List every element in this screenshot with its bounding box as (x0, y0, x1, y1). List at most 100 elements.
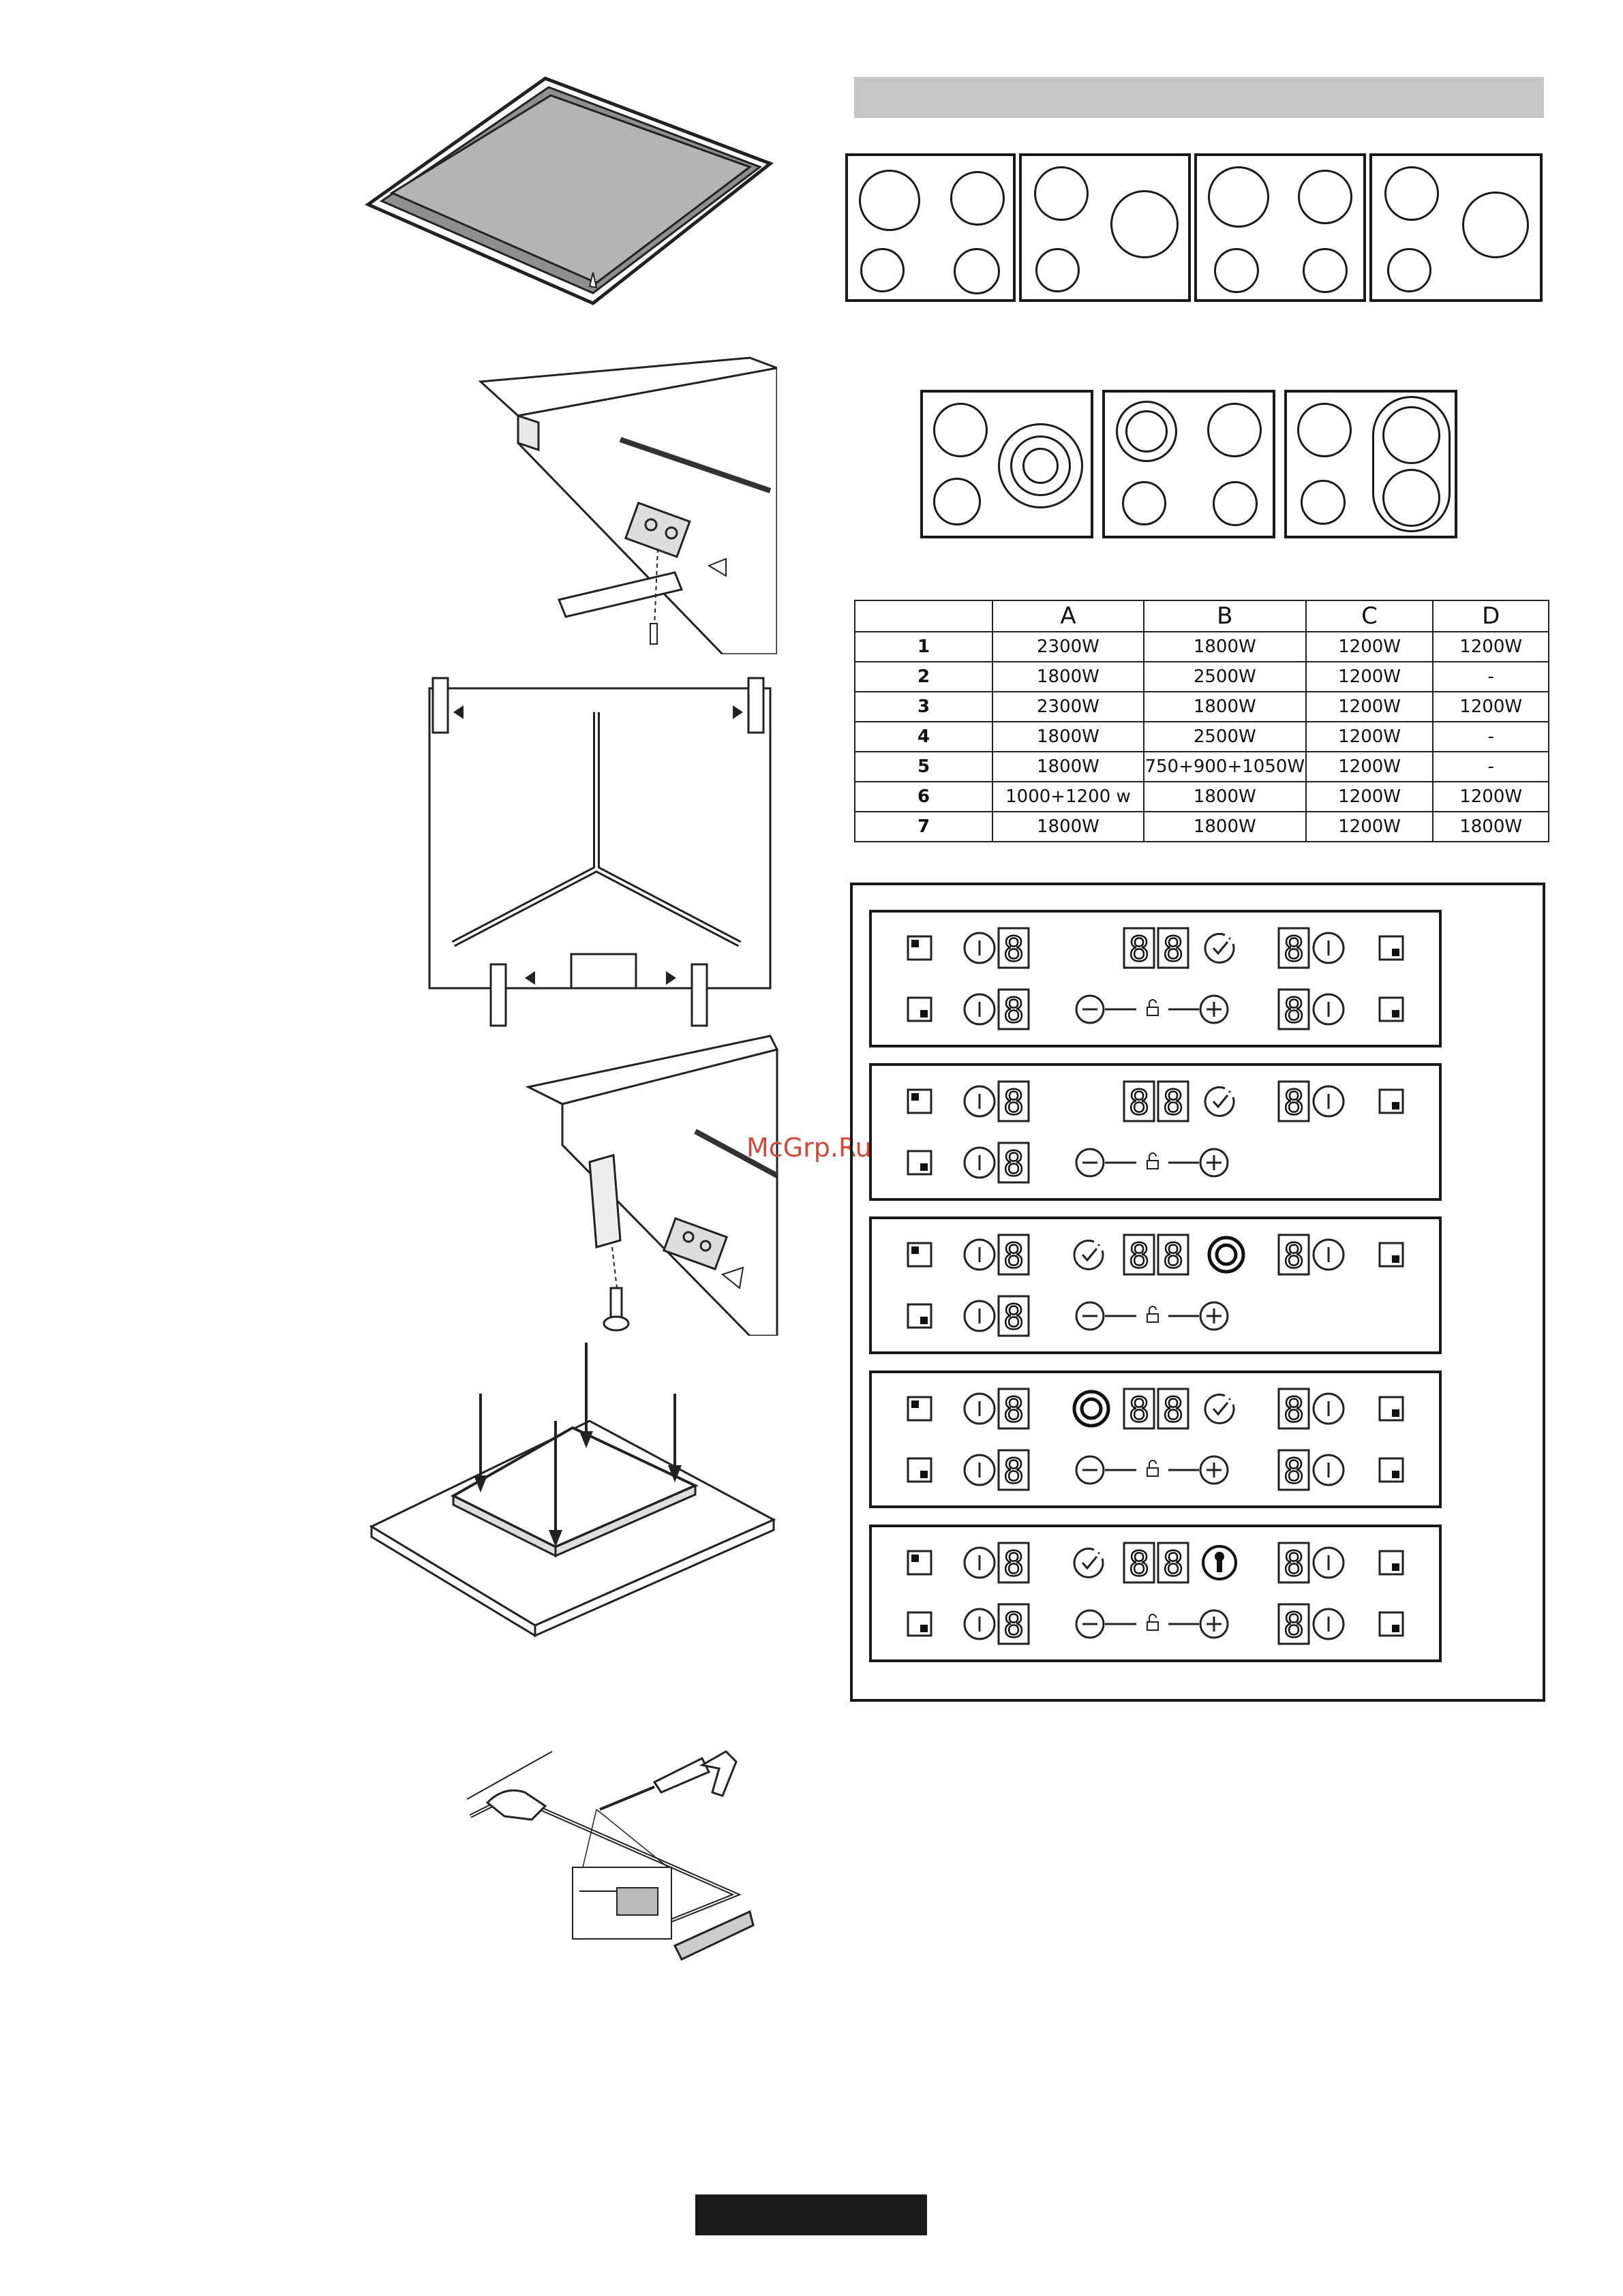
power-cell: 1200W (1433, 692, 1549, 722)
zone-selector-icon[interactable] (908, 998, 931, 1021)
power-icon[interactable] (965, 1394, 995, 1424)
booster-icon[interactable] (1209, 1238, 1243, 1272)
timer-icon[interactable] (1205, 934, 1234, 962)
plus-icon[interactable] (1200, 996, 1228, 1023)
table-row: 51800W750+900+1050W1200W- (855, 752, 1549, 782)
power-icon[interactable] (1314, 1548, 1344, 1578)
digit-text: 8 (1003, 991, 1024, 1030)
lock-icon[interactable] (1147, 1153, 1158, 1169)
digit-text: 8 (1284, 1083, 1304, 1122)
cooking-zone-icon (950, 171, 1005, 226)
cooking-zone-icon (1035, 248, 1080, 292)
power-icon[interactable] (1314, 1394, 1344, 1424)
row-label-cell: 7 (855, 812, 992, 842)
minus-icon[interactable] (1076, 996, 1104, 1023)
plus-icon[interactable] (1200, 1610, 1228, 1638)
cooking-zone-icon (1034, 166, 1089, 221)
power-cell: 1200W (1433, 782, 1549, 812)
zone-selector-icon[interactable] (1380, 1243, 1403, 1266)
digit-display: 8 (1124, 928, 1154, 969)
lock-icon[interactable] (1147, 1460, 1158, 1476)
table-row: 61000+1200 w1800W1200W1200W (855, 782, 1549, 812)
minus-icon[interactable] (1076, 1456, 1104, 1484)
zone-selector-icon[interactable] (908, 1243, 931, 1266)
cooking-zone-icon (860, 248, 905, 292)
control-panel-timer-booster-single-row: 88888 (869, 1216, 1442, 1354)
cooking-zone-icon (933, 478, 981, 525)
zone-selector-icon[interactable] (908, 1612, 931, 1636)
hob-insertion-illustration (368, 1339, 777, 1639)
cooking-zone-icon (1208, 166, 1269, 228)
digit-text: 8 (1003, 1298, 1024, 1337)
plus-icon[interactable] (1200, 1302, 1228, 1330)
power-icon[interactable] (965, 1086, 995, 1116)
zone-selector-icon[interactable] (1380, 1612, 1403, 1636)
zone-layout-6 (1102, 390, 1275, 538)
zone-selector-icon[interactable] (1380, 936, 1403, 960)
power-icon[interactable] (1314, 994, 1344, 1024)
digit-text: 8 (1163, 1390, 1183, 1430)
zone-selector-icon[interactable] (908, 1090, 931, 1113)
zone-selector-icon[interactable] (908, 1397, 931, 1420)
zone-selector-icon[interactable] (908, 1458, 931, 1482)
timer-icon[interactable] (1205, 1087, 1234, 1116)
power-slider[interactable] (1076, 996, 1228, 1023)
power-icon[interactable] (1314, 1455, 1344, 1485)
table-row: 12300W1800W1200W1200W (855, 632, 1549, 662)
timer-icon[interactable] (1074, 1548, 1103, 1577)
row-label-cell: 4 (855, 722, 992, 752)
power-cell: 1800W (1433, 812, 1549, 842)
digit-display: 8 (999, 1450, 1029, 1491)
power-slider[interactable] (1076, 1456, 1228, 1484)
timer-icon[interactable] (1074, 1240, 1103, 1269)
minus-icon[interactable] (1076, 1149, 1104, 1176)
power-icon[interactable] (965, 994, 995, 1024)
zone-selector-icon[interactable] (1380, 1090, 1403, 1113)
control-panel-timer-single-row: 88888 (869, 1063, 1442, 1201)
digit-display: 8 (1158, 1543, 1188, 1584)
cooking-zone-icon (1384, 166, 1439, 221)
timer-icon[interactable] (1205, 1394, 1234, 1423)
lock-icon[interactable] (1147, 1000, 1158, 1015)
zone-selector-icon[interactable] (1380, 1458, 1403, 1482)
power-icon[interactable] (965, 1455, 995, 1485)
lock-icon[interactable] (1147, 1614, 1158, 1630)
digit-text: 8 (1284, 1236, 1304, 1276)
cooking-zone-icon (1298, 170, 1352, 224)
power-icon[interactable] (965, 1240, 995, 1270)
power-icon[interactable] (965, 933, 995, 963)
digit-display: 8 (1279, 1450, 1309, 1491)
digit-text: 8 (1129, 1083, 1149, 1122)
power-icon[interactable] (965, 1148, 995, 1178)
power-icon[interactable] (1314, 1086, 1344, 1116)
power-cell: - (1433, 662, 1549, 692)
power-cell: 1800W (1144, 632, 1306, 662)
zone-selector-icon[interactable] (1380, 998, 1403, 1021)
power-slider[interactable] (1076, 1302, 1228, 1330)
zone-selector-icon[interactable] (1380, 1397, 1403, 1420)
booster-icon[interactable] (1074, 1392, 1108, 1426)
power-icon[interactable] (1314, 933, 1344, 963)
zone-selector-icon[interactable] (1380, 1551, 1403, 1574)
power-cell: - (1433, 722, 1549, 752)
zone-selector-icon[interactable] (908, 936, 931, 960)
power-slider[interactable] (1076, 1610, 1228, 1638)
plus-icon[interactable] (1200, 1456, 1228, 1484)
power-cell: 1800W (992, 752, 1144, 782)
lock-icon[interactable] (1147, 1306, 1158, 1322)
power-icon[interactable] (965, 1609, 995, 1639)
power-icon[interactable] (965, 1548, 995, 1578)
minus-icon[interactable] (1076, 1302, 1104, 1330)
plus-icon[interactable] (1200, 1149, 1228, 1176)
control-panel-booster-timer-double-row: 888888 (869, 1371, 1442, 1508)
zone-selector-icon[interactable] (908, 1304, 931, 1328)
row-label-cell: 5 (855, 752, 992, 782)
power-icon[interactable] (1314, 1609, 1344, 1639)
zone-selector-icon[interactable] (908, 1551, 931, 1574)
power-icon[interactable] (1314, 1240, 1344, 1270)
pause-icon[interactable] (1203, 1546, 1236, 1579)
minus-icon[interactable] (1076, 1610, 1104, 1638)
power-icon[interactable] (965, 1301, 995, 1331)
power-slider[interactable] (1076, 1149, 1228, 1176)
zone-selector-icon[interactable] (908, 1151, 931, 1174)
